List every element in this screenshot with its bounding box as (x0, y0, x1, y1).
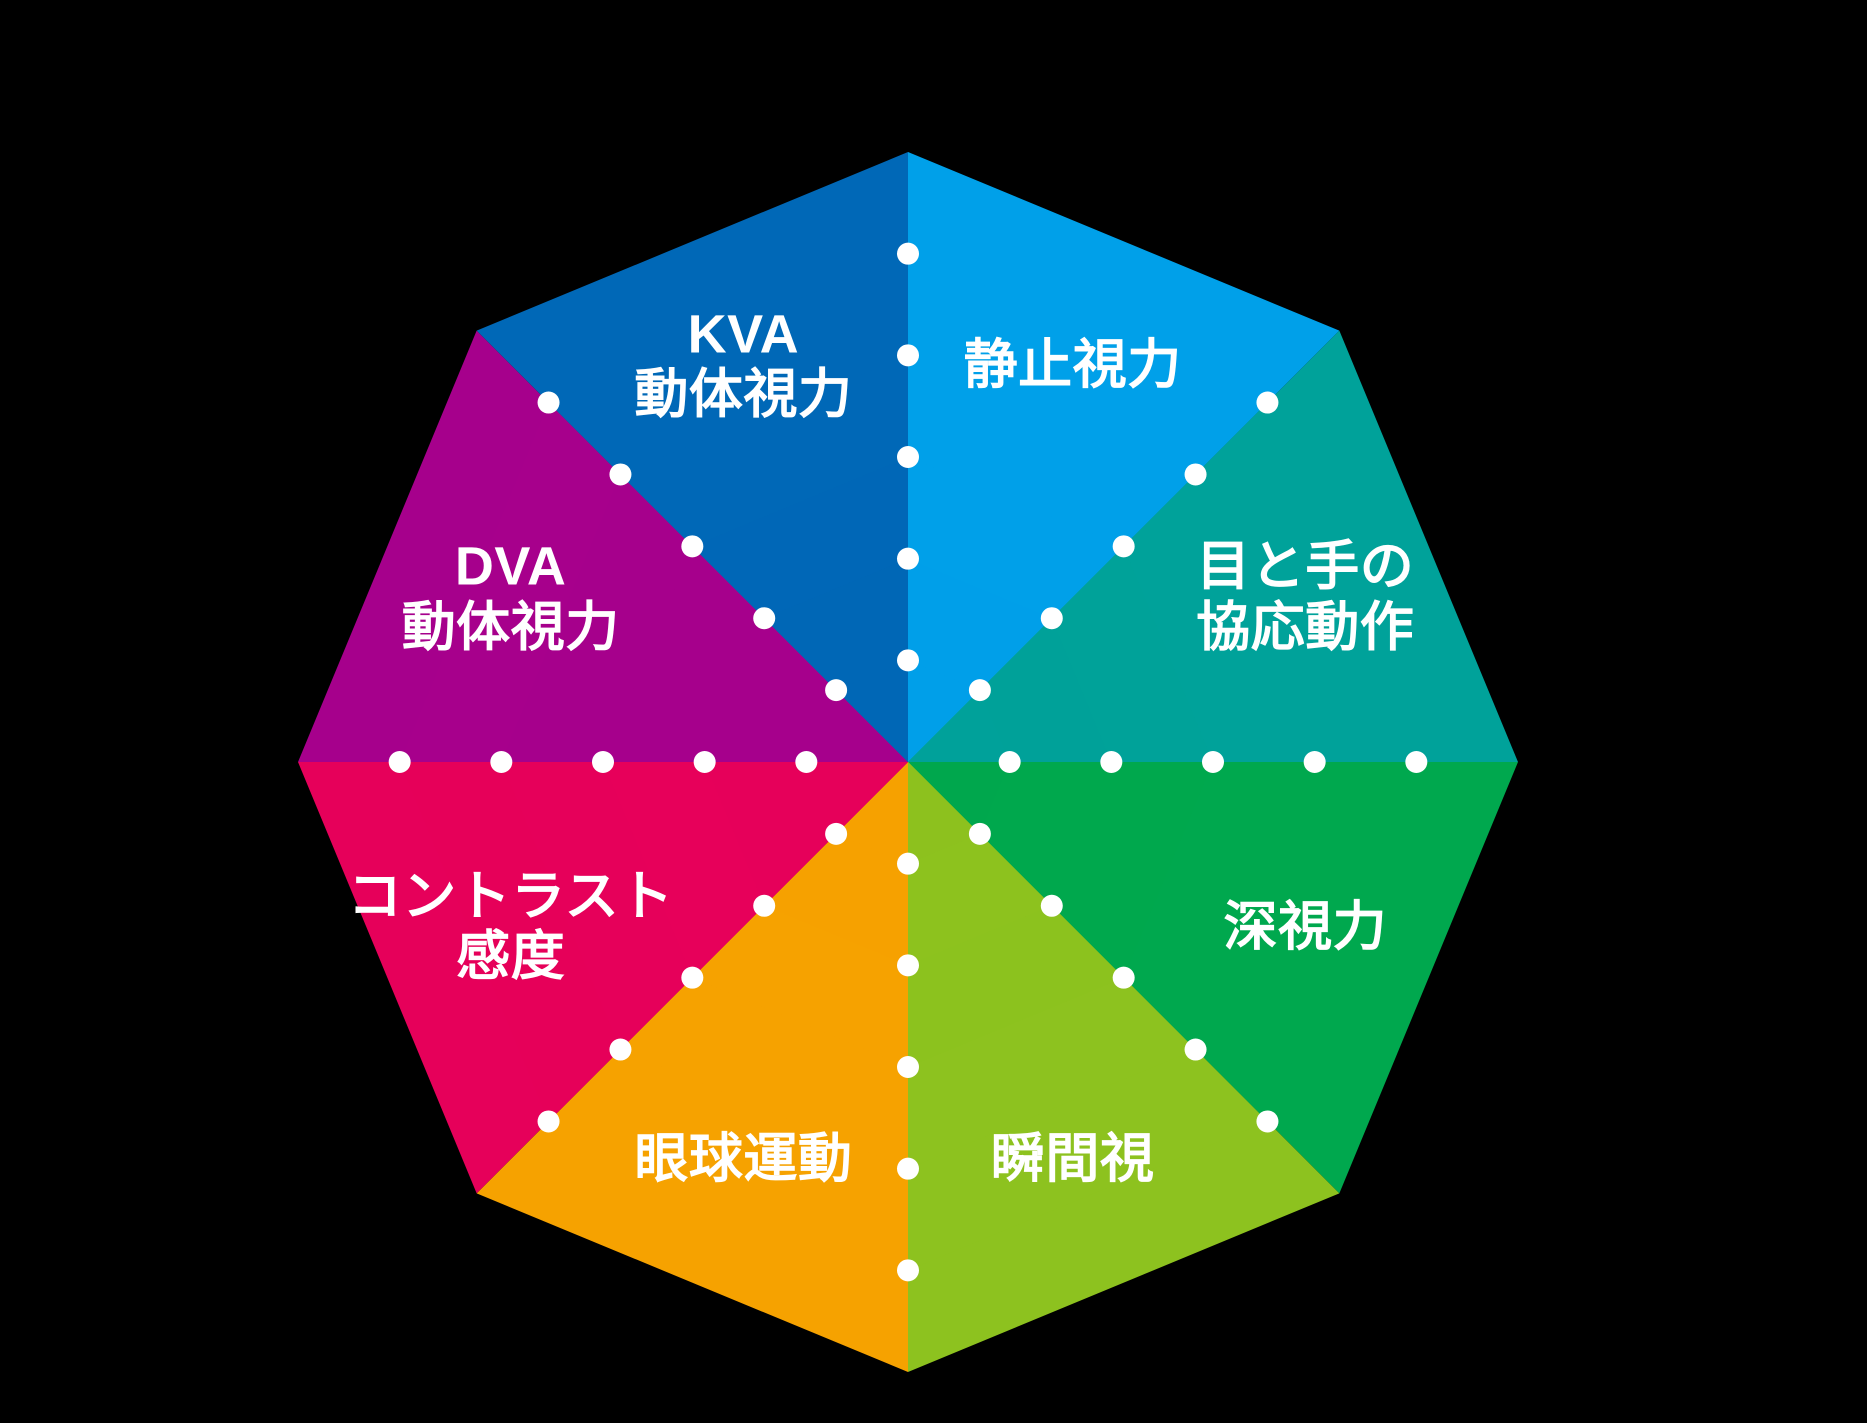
ring-node-dot (1184, 1038, 1207, 1061)
ring-node-dot (1112, 535, 1135, 558)
segment-ring-wedge (908, 762, 1052, 966)
ring-node-dot (1303, 751, 1326, 773)
ring-node-dot (897, 1056, 919, 1078)
ring-node-dot (897, 1157, 919, 1180)
segment-label-3: 深視力 (1224, 896, 1388, 956)
segment-label-line: 眼球運動 (634, 1129, 853, 1190)
ring-node-dot (753, 894, 776, 917)
segment-label-2: 目と手の協応動作 (1196, 537, 1414, 658)
ring-node-dot (537, 1110, 560, 1133)
ring-node-dot (1112, 966, 1135, 989)
ring-node-dot (897, 547, 919, 570)
ring-node-dot (1202, 751, 1224, 773)
segment-label-line: DVA (454, 536, 567, 597)
ring-node-dot (693, 751, 716, 773)
ring-node-dot (795, 751, 818, 773)
ring-node-dot (1256, 391, 1279, 414)
ring-node-dot (388, 751, 411, 773)
segment-ring-wedge (908, 558, 1052, 762)
segment-label-line: 動体視力 (634, 364, 853, 425)
segment-label-line: 協応動作 (1196, 597, 1415, 658)
segment-ring-wedge (908, 762, 1010, 834)
segment-ring-wedge (908, 762, 1112, 906)
ring-node-dot (897, 852, 919, 875)
segment-label-6: コントラスト感度 (348, 866, 674, 987)
segment-label-line: KVA (687, 304, 800, 365)
segment-ring-wedge (704, 618, 908, 762)
segment-ring-wedge (908, 660, 980, 762)
segment-label-4: 瞬間視 (991, 1129, 1155, 1189)
ring-node-dot (537, 391, 560, 414)
ring-node-dot (897, 1259, 919, 1282)
segment-label-line: 動体視力 (401, 597, 620, 658)
segment-label-5: 眼球運動 (634, 1129, 852, 1189)
ring-node-dot (897, 242, 919, 265)
segment-ring-wedge (764, 762, 908, 966)
ring-node-dot (490, 751, 513, 773)
ring-node-dot (968, 822, 991, 845)
ring-node-dot (825, 822, 848, 845)
ring-node-dot (609, 463, 632, 486)
ring-node-dot (1040, 894, 1063, 917)
ring-node-dot (681, 535, 704, 558)
ring-node-dot (998, 751, 1021, 773)
segment-ring-wedge (908, 618, 1112, 762)
ring-node-dot (897, 344, 919, 367)
segment-label-line: 目と手の (1196, 536, 1415, 597)
segment-label-1: 静止視力 (964, 334, 1182, 394)
ring-node-dot (1256, 1110, 1279, 1133)
segment-ring-wedge (764, 558, 908, 762)
segment-label-line: 瞬間視 (990, 1129, 1155, 1190)
ring-nodes-group (388, 242, 1428, 1282)
segment-ring-wedge (704, 762, 908, 906)
segment-label-line: コントラスト (347, 866, 674, 927)
segment-label-line: 深視力 (1223, 896, 1388, 957)
ring-node-dot (1040, 607, 1063, 630)
ring-node-dot (897, 954, 919, 977)
segment-ring-wedge (908, 690, 1010, 762)
ring-node-dot (1100, 751, 1123, 773)
ring-node-dot (897, 446, 919, 468)
segment-label-line: 感度 (456, 926, 566, 987)
segment-label-line: 静止視力 (963, 334, 1182, 395)
segments-group (298, 152, 1518, 1372)
segment-ring-wedge (806, 762, 908, 834)
ring-node-dot (592, 751, 614, 773)
segment-ring-wedge (836, 762, 908, 864)
ring-node-dot (1184, 463, 1207, 486)
segment-ring-wedge (836, 660, 908, 762)
ring-node-dot (897, 649, 919, 672)
ring-node-dot (825, 679, 848, 702)
segment-ring-wedge (806, 690, 908, 762)
ring-node-dot (968, 679, 991, 702)
ring-node-dot (1405, 751, 1428, 773)
ring-node-dot (681, 966, 704, 989)
ring-node-dot (753, 607, 776, 630)
segment-ring-wedge (908, 762, 980, 864)
ring-node-dot (609, 1038, 632, 1061)
